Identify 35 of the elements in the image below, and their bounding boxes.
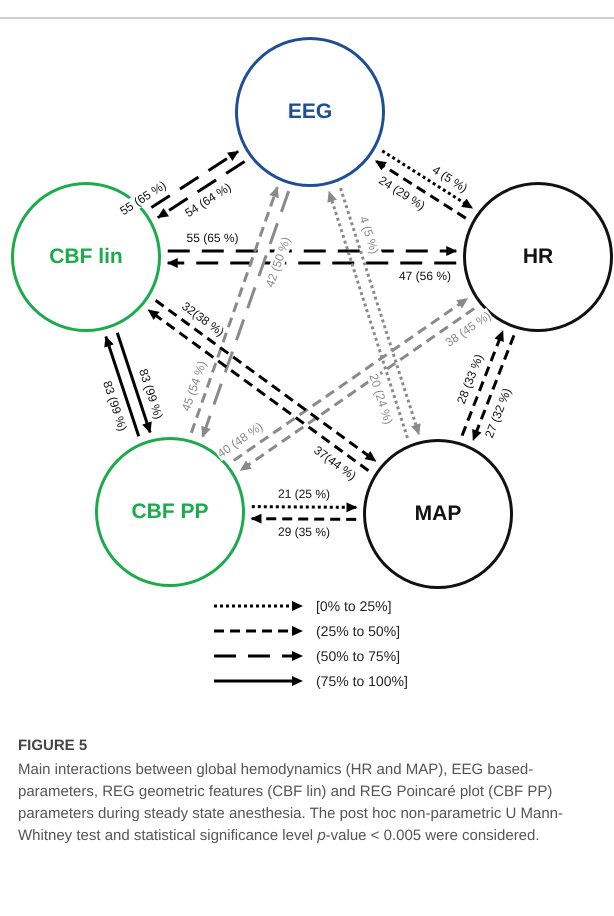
arrow	[240, 307, 476, 472]
arrow	[250, 514, 356, 524]
edge-label: 21 (25 %)	[277, 486, 332, 502]
arrow	[472, 334, 516, 441]
arrow	[190, 186, 279, 434]
node-label: CBF PP	[131, 499, 208, 526]
arrow	[148, 308, 370, 472]
arrow	[374, 160, 467, 220]
legend-text: (75% to 100%]	[316, 673, 408, 689]
node-label: EEG	[288, 99, 332, 126]
legend-text: (50% to 75%]	[316, 648, 400, 664]
arrow	[381, 150, 474, 210]
legend-text: (25% to 50%]	[316, 623, 400, 639]
arrow	[232, 297, 468, 462]
figure-title: FIGURE 5	[18, 736, 88, 756]
arrow	[339, 188, 421, 436]
legend-text: [0% to 25%]	[316, 598, 392, 614]
node-label: HR	[522, 244, 554, 270]
arrow	[168, 246, 458, 256]
arrow	[201, 190, 290, 438]
node-label: CBF lin	[49, 244, 123, 270]
arrow	[104, 336, 140, 437]
node-label: MAP	[414, 501, 462, 528]
edge-label: 29 (35 %)	[276, 524, 331, 540]
caption: Main interactions between global hemodynamics (HR and MAP), EEG based-parameters, REG geometric features (CBF lin) and REG Poincaré plot (CBF PP) parameters during steady state anesthesia. The post hoc non-parametric U Mann-Whitney test and statistical significance level p-value < 0.005 were considered.	[18, 760, 564, 846]
arrow	[150, 150, 239, 209]
arrow	[116, 332, 152, 434]
arrow	[154, 299, 376, 462]
arrow	[327, 190, 409, 438]
arrow	[252, 502, 358, 512]
arrow	[157, 160, 246, 219]
edge-label: 55 (65 %)	[186, 231, 240, 245]
arrow	[166, 258, 456, 268]
edge-label: 47 (56 %)	[398, 269, 452, 283]
arrow	[460, 330, 504, 436]
